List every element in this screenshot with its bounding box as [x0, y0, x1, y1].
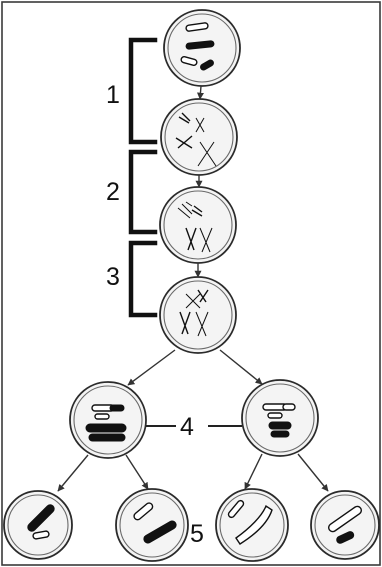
cell-metaphase — [159, 276, 237, 354]
chromosome — [177, 201, 213, 253]
cell-gamete-3 — [215, 488, 289, 562]
chromosome — [85, 404, 127, 442]
stage-label-5: 5 — [190, 520, 204, 548]
stage-label-4: 4 — [180, 413, 194, 441]
chromosome — [262, 403, 296, 438]
bracket-stage-1 — [128, 37, 158, 145]
chromosome — [175, 112, 217, 167]
chromosome — [227, 499, 273, 545]
arrow — [219, 349, 263, 385]
bracket-stage-3 — [128, 240, 158, 318]
cell-gamete-4 — [310, 490, 380, 560]
arrow — [127, 349, 176, 386]
arrow — [297, 453, 329, 492]
chromosome — [179, 289, 209, 337]
cell-gamete-2 — [115, 488, 189, 562]
cell-daughter-right — [241, 379, 319, 457]
arrow — [196, 85, 204, 100]
stage-label-3: 3 — [106, 263, 120, 291]
arrow — [125, 454, 149, 490]
chromosome — [27, 504, 55, 540]
bracket-stage-2 — [128, 149, 158, 235]
arrow — [57, 454, 89, 492]
arrow — [244, 453, 263, 490]
cell-prophase — [159, 186, 237, 264]
chromosome — [328, 505, 362, 544]
stage-label-1: 1 — [106, 81, 120, 109]
cell-parent — [163, 9, 241, 87]
cell-gamete-1 — [3, 490, 73, 560]
chromosome — [180, 22, 215, 71]
cell-interphase — [160, 98, 238, 176]
chromosome — [133, 502, 177, 544]
stage-label-2: 2 — [106, 178, 120, 206]
cell-daughter-left — [69, 381, 147, 459]
